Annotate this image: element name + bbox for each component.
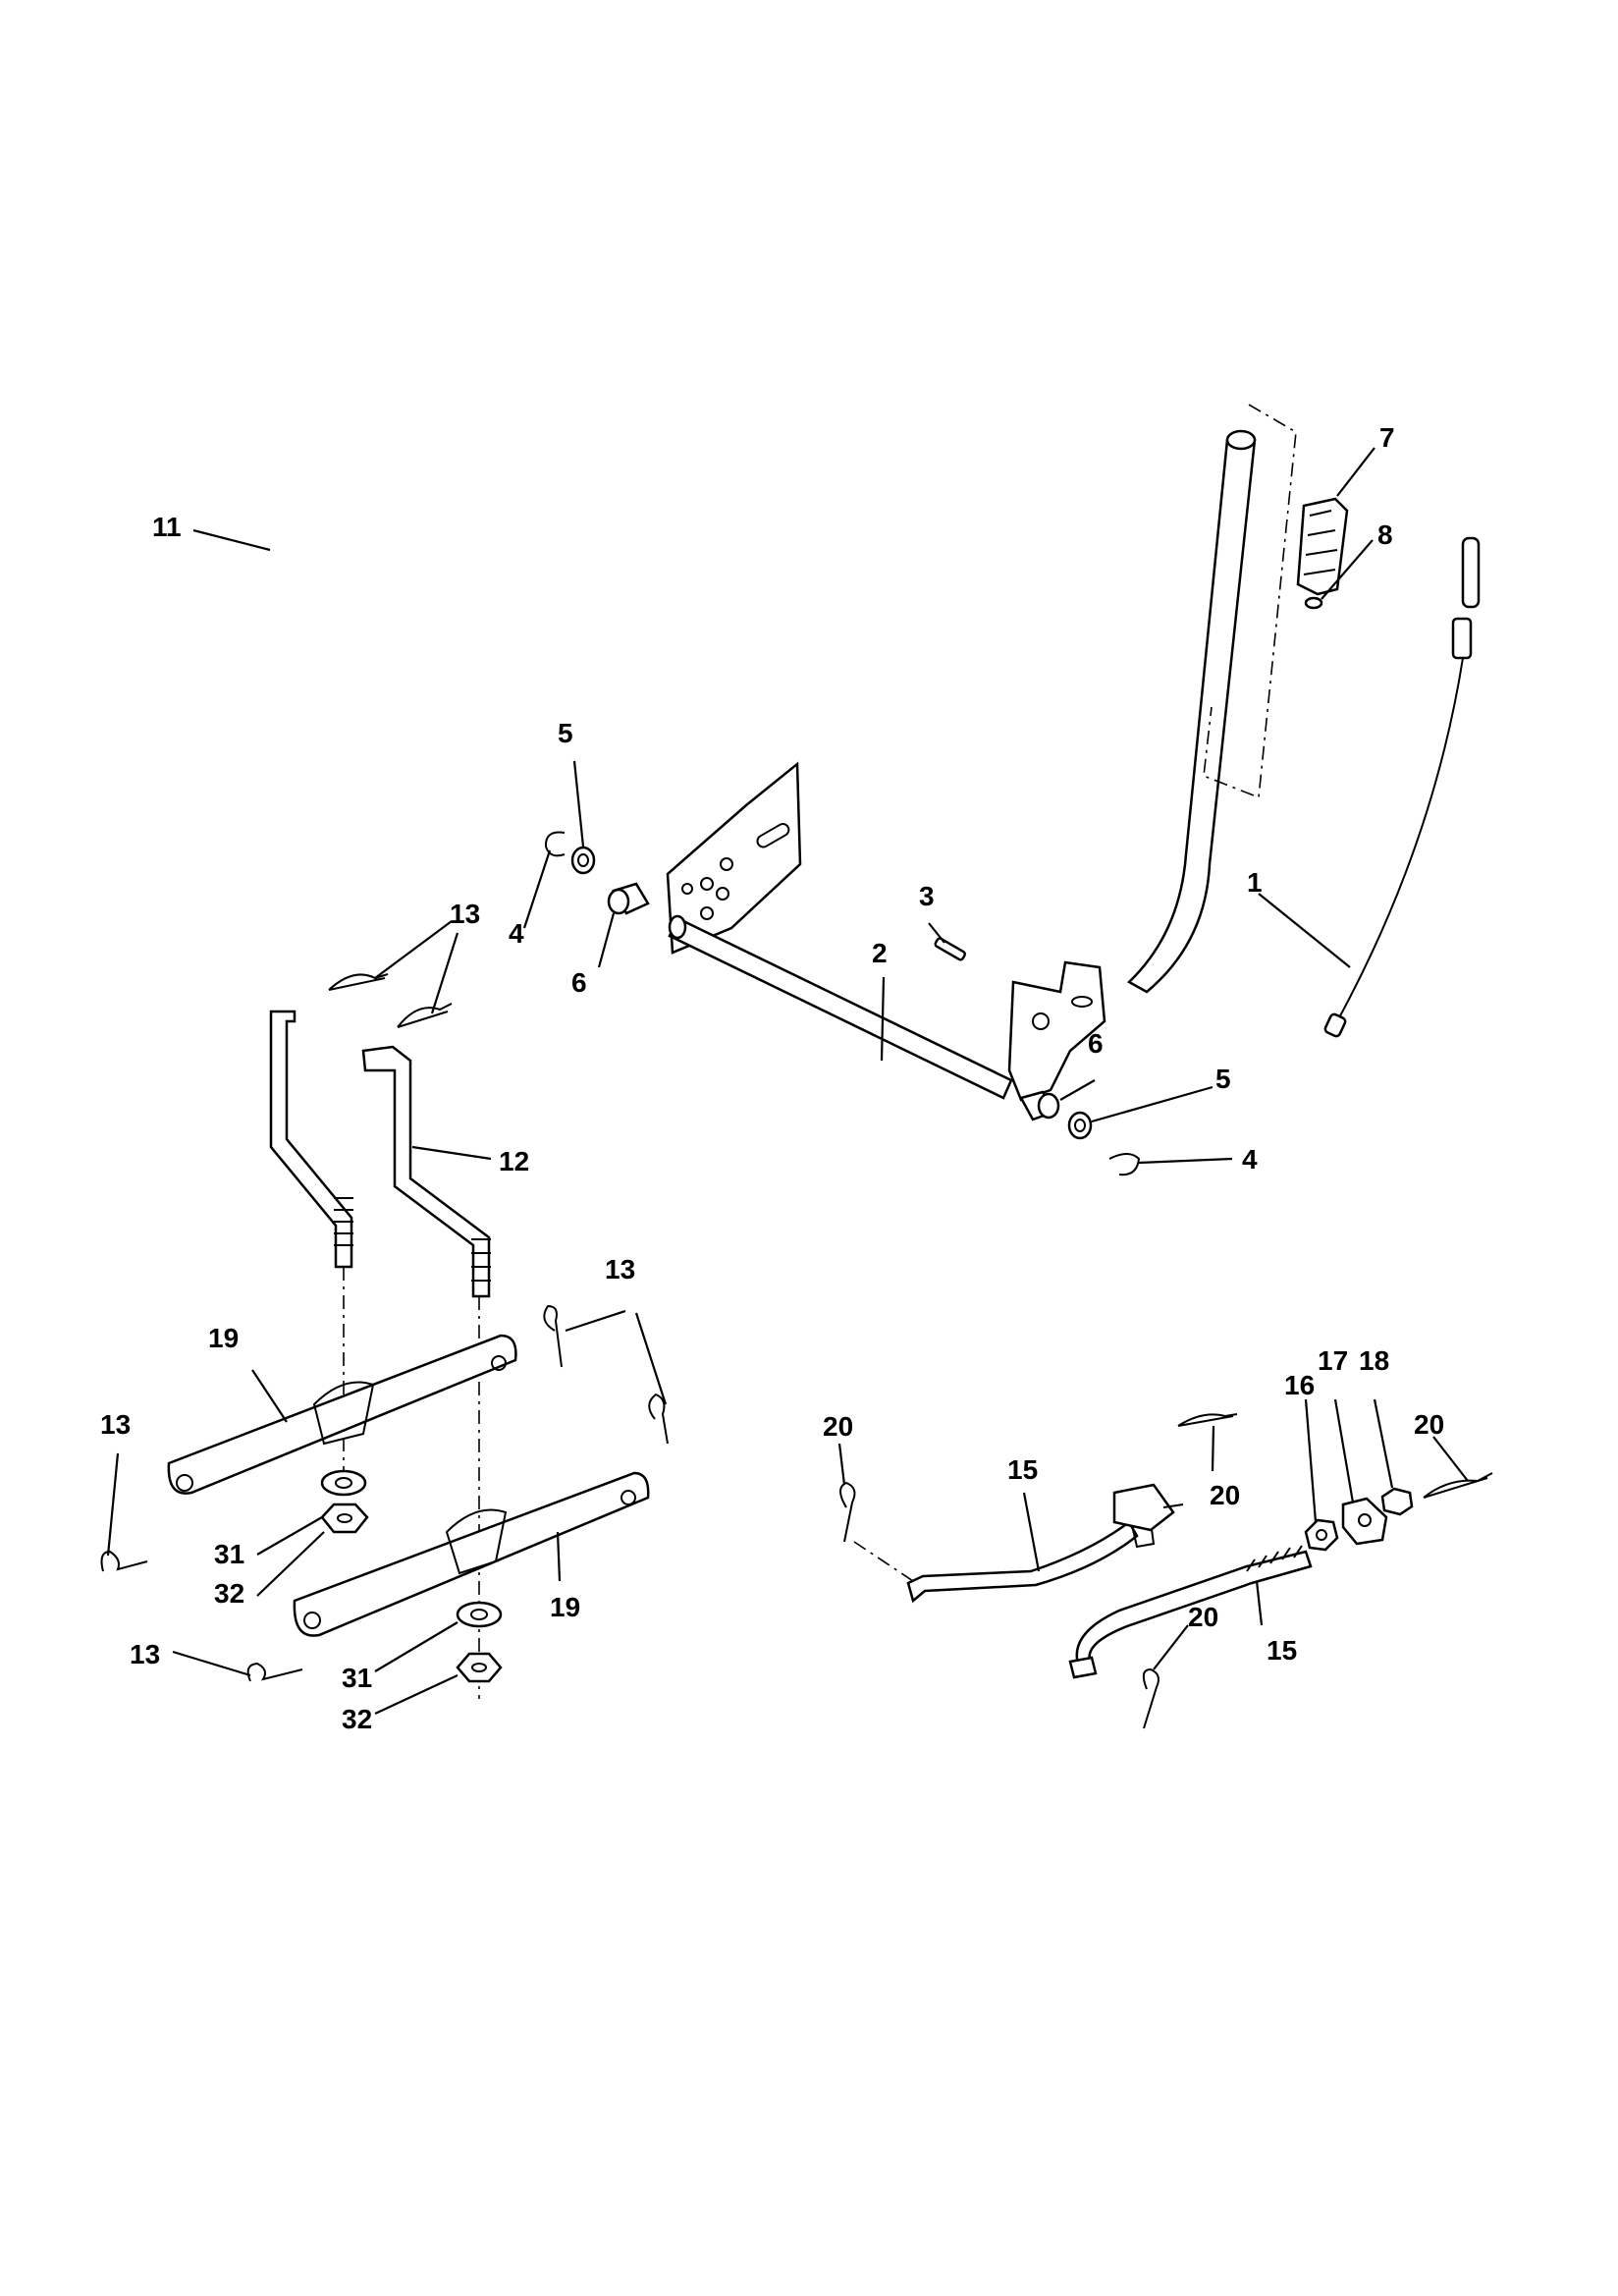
callout-20-right: 20 (1414, 1409, 1444, 1440)
adjustment-rod-lower (1068, 1545, 1313, 1679)
lift-lever-handle (1126, 429, 1257, 994)
callout-5-left: 5 (558, 718, 573, 748)
left-bushing-6 (607, 882, 650, 915)
callout-3: 3 (919, 881, 935, 911)
hairpin-13-mid-b (648, 1393, 669, 1445)
leader-lines (106, 447, 1469, 1715)
nut-18 (1380, 1487, 1414, 1516)
callout-32-lower: 32 (342, 1704, 372, 1734)
mounting-plate (666, 761, 802, 955)
nut-32-lower (456, 1652, 503, 1683)
callout-8: 8 (1377, 519, 1393, 550)
callout-1: 1 (1247, 867, 1263, 898)
callout-labels: 1 2 3 4 4 5 5 6 6 7 8 11 12 13 13 13 13 … (100, 422, 1444, 1734)
right-eclip-4 (1108, 1153, 1141, 1176)
rod-block-upper (1112, 1483, 1184, 1532)
hairpin-13-bottom (246, 1662, 303, 1682)
washer-31-upper (320, 1469, 367, 1497)
hairpin-20-bottom (1142, 1667, 1160, 1729)
callout-4-left: 4 (509, 918, 524, 949)
hairpin-13-top-b (397, 1003, 453, 1028)
grip-screw (1304, 596, 1323, 610)
callout-31-lower: 31 (342, 1663, 372, 1693)
callout-20-top: 20 (1210, 1480, 1240, 1510)
cross-shaft (668, 914, 1013, 1100)
callout-6-right: 6 (1088, 1028, 1104, 1059)
callout-20-left: 20 (823, 1411, 853, 1442)
callout-2: 2 (872, 938, 888, 968)
nut-32-upper (320, 1503, 369, 1534)
lift-link-left (269, 1010, 353, 1269)
callout-20-bottom: 20 (1188, 1602, 1218, 1632)
callout-4-right: 4 (1242, 1144, 1258, 1175)
right-washer-5 (1067, 1111, 1093, 1140)
roll-pin (934, 937, 967, 961)
callout-13-left: 13 (100, 1409, 131, 1440)
callout-11: 11 (152, 512, 182, 542)
hairpin-13-mid-a (543, 1304, 563, 1368)
callout-12: 12 (499, 1146, 529, 1176)
hairpin-13-left (100, 1550, 148, 1572)
callout-17: 17 (1318, 1345, 1348, 1376)
left-washer-5 (570, 846, 596, 875)
callout-13-top: 13 (450, 899, 480, 929)
hairpin-20-right (1423, 1472, 1493, 1499)
callout-15-upper: 15 (1007, 1454, 1038, 1485)
callout-6-left: 6 (571, 967, 587, 998)
nut-16 (1304, 1518, 1339, 1552)
callout-13-mid: 13 (605, 1254, 635, 1285)
lift-link-right (361, 1045, 491, 1298)
callout-16: 16 (1284, 1370, 1315, 1400)
washer-31-lower (456, 1601, 503, 1628)
callout-7: 7 (1379, 422, 1395, 453)
grip-position-dashed-outline (1203, 404, 1297, 799)
lever-bracket (1007, 960, 1106, 1102)
callout-13-bottom: 13 (130, 1639, 160, 1669)
hairpin-13-top-a (328, 973, 389, 991)
callout-19-upper: 19 (208, 1323, 239, 1353)
lift-cable (1323, 536, 1481, 1038)
lift-arm-upper (167, 1334, 517, 1495)
callout-15-lower: 15 (1267, 1635, 1297, 1666)
callout-32-upper: 32 (214, 1578, 244, 1609)
right-bushing-6 (1019, 1090, 1060, 1121)
hairpin-20-top (1177, 1413, 1238, 1427)
callout-19-lower: 19 (550, 1592, 580, 1622)
callout-31-upper: 31 (214, 1539, 244, 1569)
left-eclip-4 (544, 831, 566, 857)
hairpin-20-left (839, 1481, 856, 1543)
callout-18: 18 (1359, 1345, 1389, 1376)
block-17 (1341, 1497, 1388, 1546)
callout-5-right: 5 (1215, 1064, 1231, 1094)
handle-grip (1296, 497, 1349, 596)
lift-arm-lower (293, 1471, 650, 1637)
